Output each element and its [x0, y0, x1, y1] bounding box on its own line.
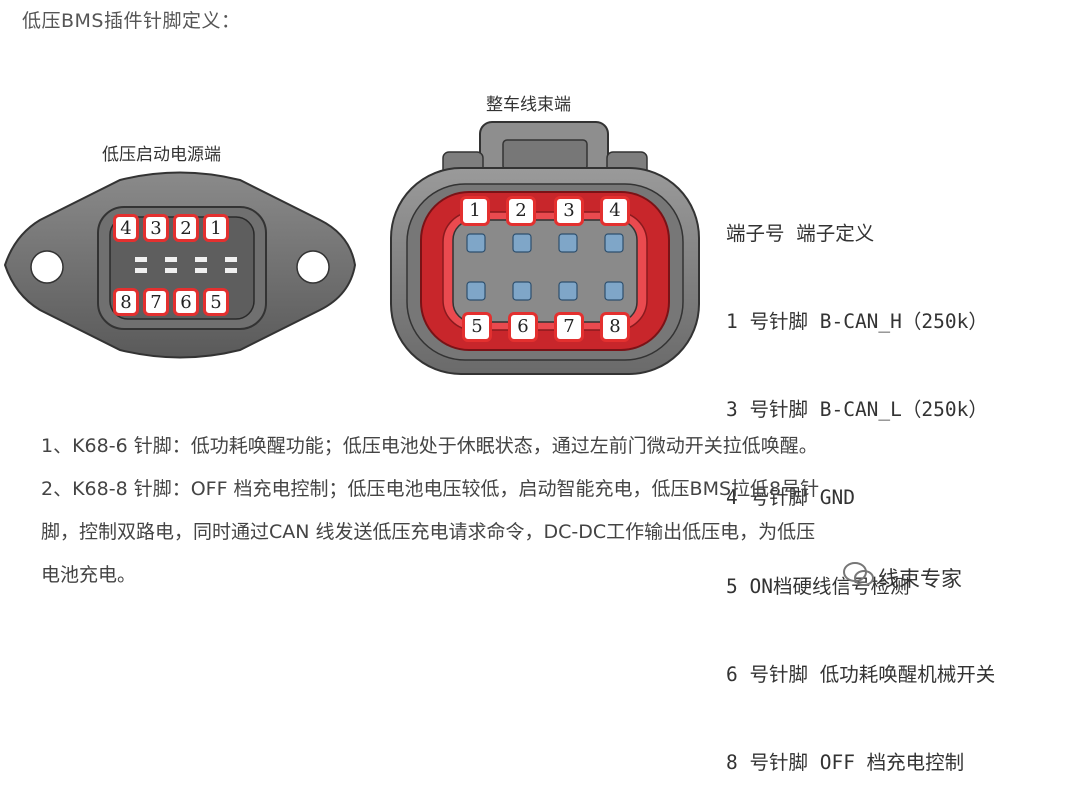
right-mount-hole [296, 250, 330, 284]
left-pin-label: 5 [203, 288, 229, 316]
right-pin-label: 4 [600, 196, 630, 226]
left-connector-drawing [3, 171, 357, 359]
wechat-icon [843, 562, 874, 586]
right-pin-label: 2 [506, 196, 536, 226]
legend-row: 1 号针脚 B-CAN_H（250k） [726, 310, 988, 334]
right-pin-label: 3 [554, 196, 584, 226]
left-pin-label: 7 [143, 288, 169, 316]
note-line: 电池充电。 [41, 564, 137, 586]
page-title: 低压BMS插件针脚定义： [22, 10, 241, 32]
left-mount-hole [30, 250, 64, 284]
legend-row: 4 号针脚 GND [726, 486, 855, 510]
note-line: 2、K68-8 针脚：OFF 档充电控制；低压电池电压较低，启动智能充电，低压B… [41, 478, 820, 500]
right-pin-label: 8 [600, 312, 630, 342]
right-terminals [466, 233, 624, 301]
right-cavity [452, 219, 638, 323]
left-pin-label: 1 [203, 214, 229, 242]
left-pin-label: 3 [143, 214, 169, 242]
note-line: 1、K68-6 针脚：低功耗唤醒功能；低压电池处于休眠状态，通过左前门微动开关拉… [41, 435, 818, 457]
legend-row: 3 号针脚 B-CAN_L（250k） [726, 398, 988, 422]
left-connector-caption: 低压启动电源端 [102, 145, 221, 165]
left-pin-slots [135, 257, 237, 273]
note-line: 脚，控制双路电，同时通过CAN 线发送低压充电请求命令，DC-DC工作输出低压电… [41, 521, 816, 543]
legend-row: 6 号针脚 低功耗唤醒机械开关 [726, 662, 996, 686]
right-pin-label: 5 [462, 312, 492, 342]
left-pin-label: 2 [173, 214, 199, 242]
legend-header: 端子号 端子定义 [726, 221, 875, 245]
right-pin-label: 7 [554, 312, 584, 342]
left-pin-label: 4 [113, 214, 139, 242]
legend-row: 8 号针脚 OFF 档充电控制 [726, 751, 965, 775]
watermark: 线束专家 [878, 567, 962, 591]
legend-row: 5 ON档硬线信号检测 [726, 574, 910, 598]
left-pin-label: 8 [113, 288, 139, 316]
right-connector-caption: 整车线束端 [486, 95, 571, 115]
right-pin-label: 1 [460, 196, 490, 226]
right-pin-label: 6 [508, 312, 538, 342]
right-connector-drawing [390, 121, 700, 375]
notes: 1、K68-6 针脚：低功耗唤醒功能；低压电池处于休眠状态，通过左前门微动开关拉… [41, 425, 1041, 597]
left-pin-label: 6 [173, 288, 199, 316]
